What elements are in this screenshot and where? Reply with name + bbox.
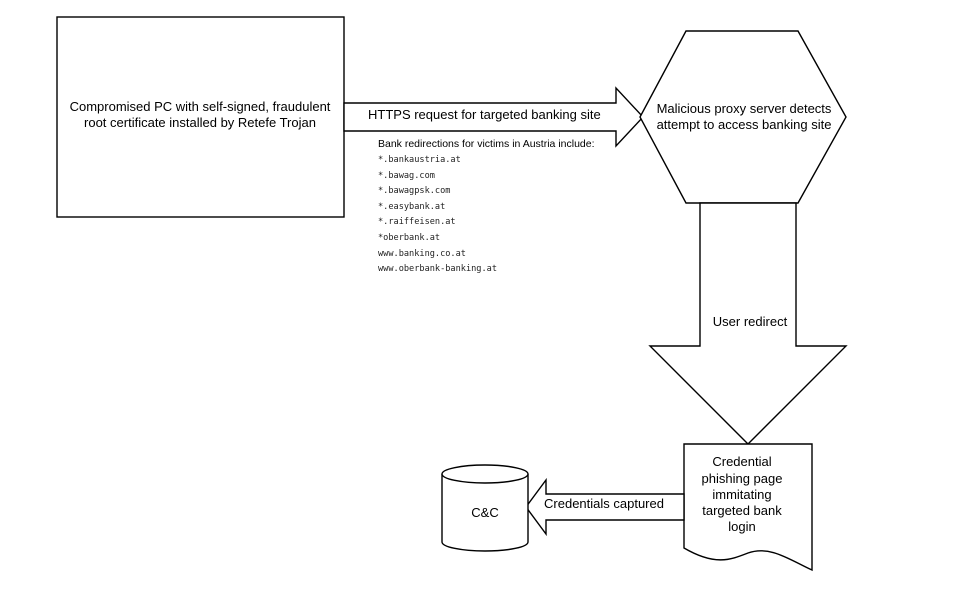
phishing-page-label: Credential phishing page immitating targ… [701, 454, 783, 535]
bank-domain-item: www.oberbank-banking.at [378, 264, 497, 275]
bank-redirections-note: Bank redirections for victims in Austria… [378, 138, 638, 278]
bank-domain-item: *.raiffeisen.at [378, 217, 456, 228]
bank-domain-item: *oberbank.at [378, 232, 441, 243]
bank-domain-item: *.easybank.at [378, 201, 446, 212]
compromised-pc-label: Compromised PC with self-signed, fraudul… [69, 98, 331, 130]
bank-domain-item: www.banking.co.at [378, 248, 466, 259]
cnc-database-cylinder [441, 464, 529, 552]
user-redirect-arrow [648, 202, 848, 445]
bank-domain-item: *.bawagpsk.com [378, 186, 451, 197]
proxy-server-hexagon [639, 30, 847, 204]
bank-domain-item: *.bawag.com [378, 170, 435, 181]
phishing-page-document [683, 443, 813, 572]
bank-domain-item: *.bankaustria.at [378, 155, 461, 165]
https-request-arrow [343, 86, 644, 148]
credentials-captured-label: Credentials captured [544, 495, 664, 511]
compromised-pc-box [56, 16, 345, 218]
user-redirect-label: User redirect [712, 313, 788, 329]
cnc-label: C&C [471, 504, 499, 520]
https-request-label: HTTPS request for targeted banking site [368, 106, 601, 122]
bank-redirections-heading: Bank redirections for victims in Austria… [378, 138, 595, 150]
proxy-server-label: Malicious proxy server detects attempt t… [656, 100, 832, 132]
bank-domain-list: *.bankaustria.at *.bawag.com *.bawagpsk.… [378, 153, 638, 278]
credentials-captured-arrow [525, 477, 685, 537]
